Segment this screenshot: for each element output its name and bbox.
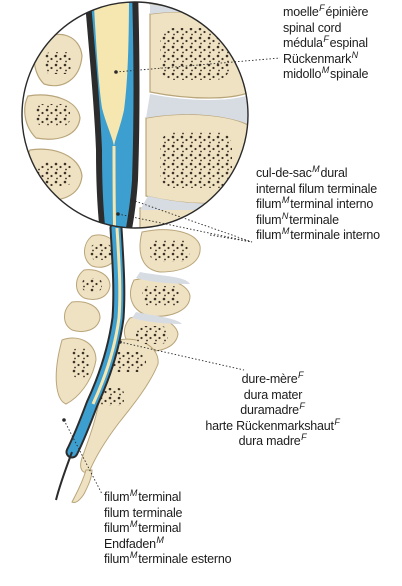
label-spinal-cord: moelleFépinière spinal cord médulaFespin… xyxy=(283,5,368,83)
label-line: dure-mèreF xyxy=(178,372,368,388)
label-line: midolloMspinale xyxy=(283,67,368,83)
label-dura-mater: dure-mèreF dura mater duramadreF harte R… xyxy=(178,372,368,450)
label-filum-terminale-externum: filumMterminal filum terminale filumMter… xyxy=(104,490,231,568)
label-line: filum terminale xyxy=(104,506,231,522)
label-line: filumMterminale esterno xyxy=(104,552,231,568)
label-line: filumMterminal xyxy=(104,490,231,506)
magnified-view xyxy=(20,0,260,250)
label-line: internal filum terminale xyxy=(256,182,380,198)
label-filum-terminale-internum: cul-de-sacMdural internal filum terminal… xyxy=(256,166,380,244)
label-line: filumMterminale interno xyxy=(256,228,380,244)
label-line: filumMterminal interno xyxy=(256,197,380,213)
label-line: filumMterminal xyxy=(104,521,231,537)
label-line: moelleFépinière xyxy=(283,5,368,21)
label-line: cul-de-sacMdural xyxy=(256,166,380,182)
label-line: EndfadenM xyxy=(104,537,231,553)
lower-spine xyxy=(56,228,200,503)
label-line: dura madreF xyxy=(178,434,368,450)
label-line: filumNterminale xyxy=(256,213,380,229)
label-line: dura mater xyxy=(178,388,368,404)
label-line: harte RückenmarkshautF xyxy=(178,419,368,435)
